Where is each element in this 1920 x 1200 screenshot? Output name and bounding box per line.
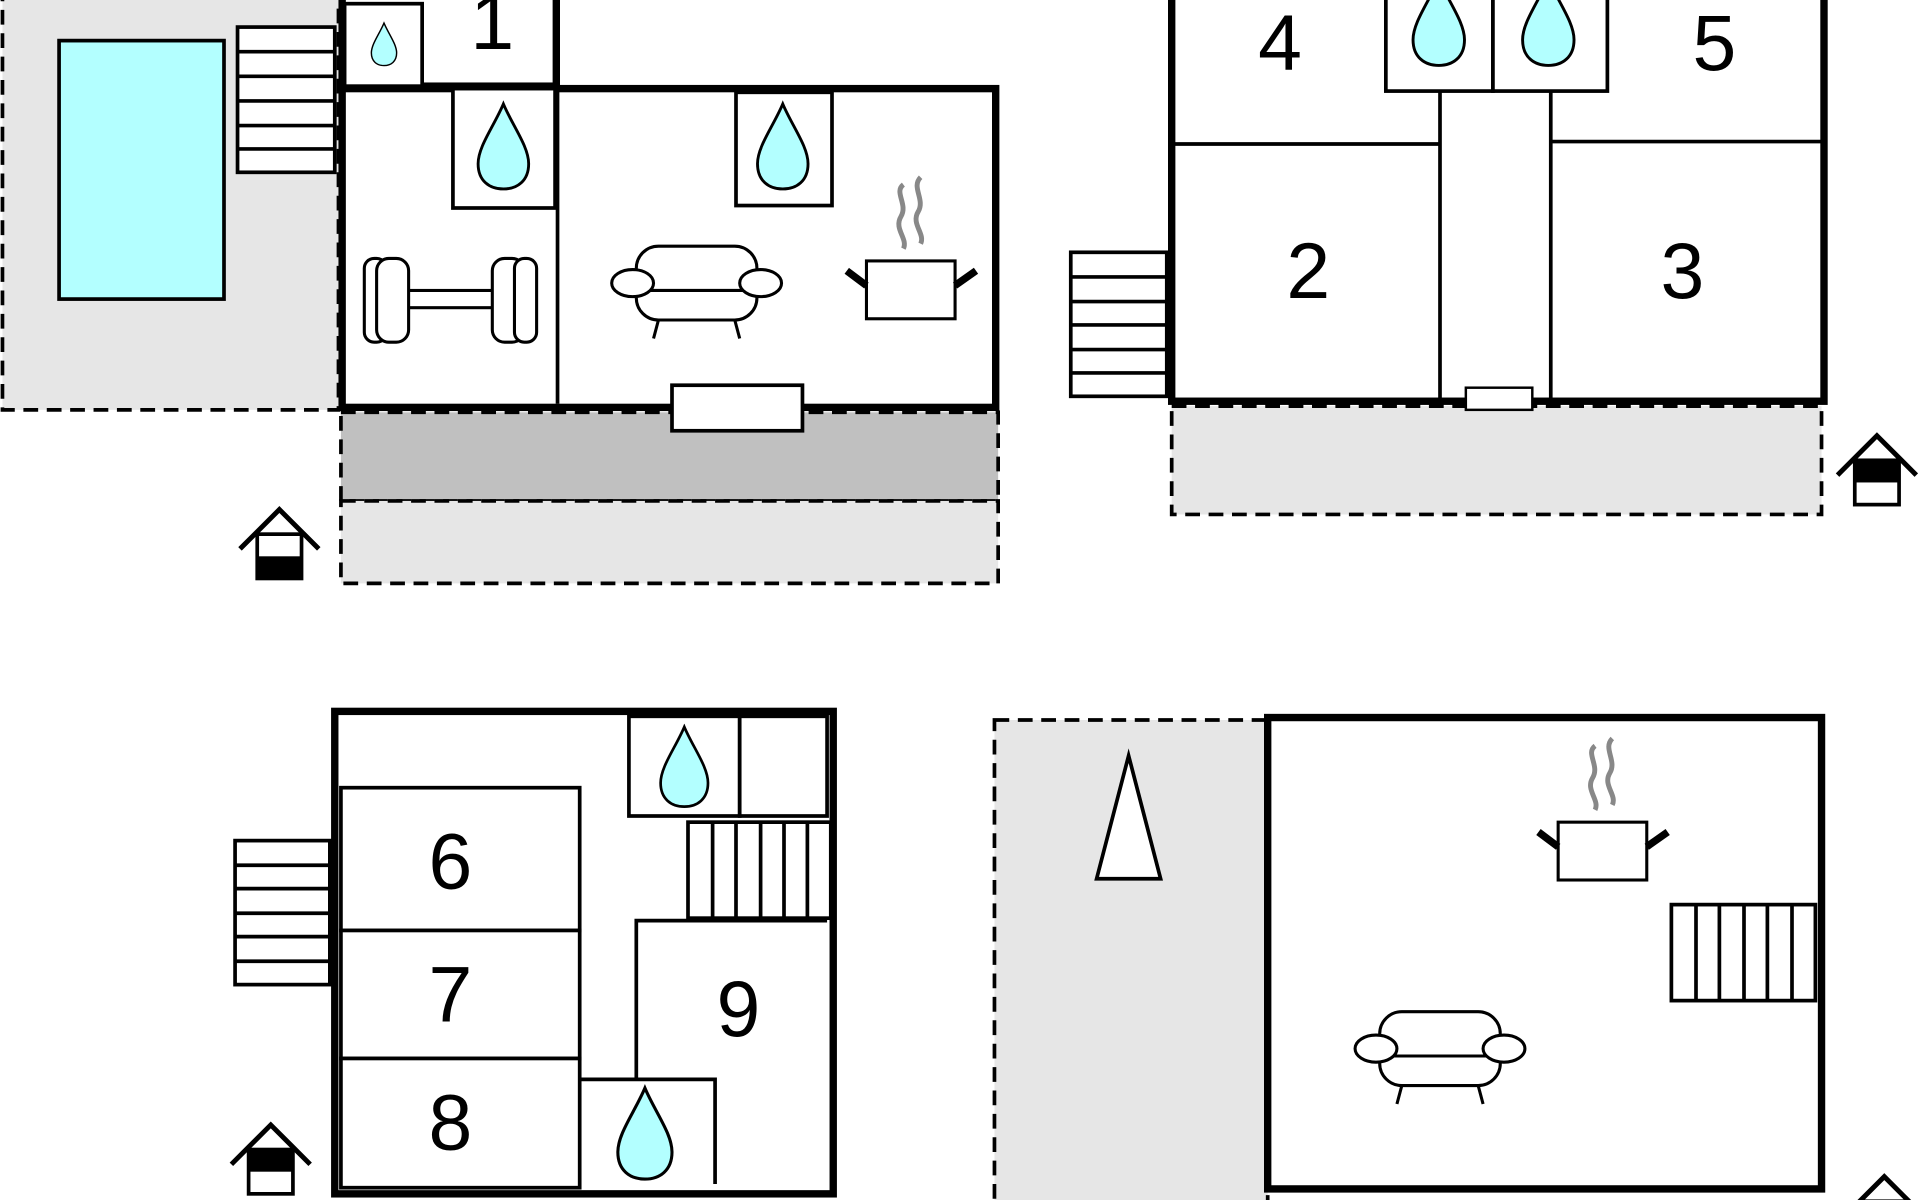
room-number: 1	[470, 0, 514, 66]
stairs	[233, 838, 332, 987]
room-number: 6	[429, 818, 473, 906]
room-8	[339, 1056, 582, 1190]
dumbbell-icon	[362, 256, 539, 344]
room-9	[634, 918, 828, 1080]
stairs	[235, 25, 337, 175]
room-number: 2	[1286, 227, 1330, 315]
room-number: 8	[429, 1078, 473, 1166]
plan-top-right: 4 5 2 3	[1068, 0, 1917, 517]
room-number: 3	[1661, 227, 1705, 315]
room-number: 9	[717, 965, 761, 1053]
plan-bottom-left: 6 7 8 9	[231, 707, 837, 1198]
terrace-covered	[339, 410, 1000, 503]
tree-icon	[1094, 748, 1164, 881]
plan-bottom-right	[992, 713, 1920, 1200]
storage	[737, 714, 829, 818]
room-6	[339, 785, 582, 933]
entrance-house-icon	[231, 1125, 310, 1194]
entrance-house-icon	[1845, 1177, 1920, 1200]
plan-top-left: 1	[0, 0, 1000, 586]
stairs	[686, 820, 833, 920]
door	[1464, 386, 1534, 412]
pool	[57, 38, 226, 301]
terrace	[339, 499, 1000, 586]
room-number: 7	[429, 950, 473, 1038]
room-number: 4	[1258, 0, 1302, 87]
stairs	[1068, 250, 1169, 399]
room-number: 5	[1693, 0, 1737, 87]
terrace	[1169, 404, 1824, 517]
entrance-house-icon	[1838, 436, 1917, 505]
stairs	[1669, 902, 1818, 1003]
door	[670, 383, 805, 433]
entrance-house-icon	[240, 510, 319, 579]
